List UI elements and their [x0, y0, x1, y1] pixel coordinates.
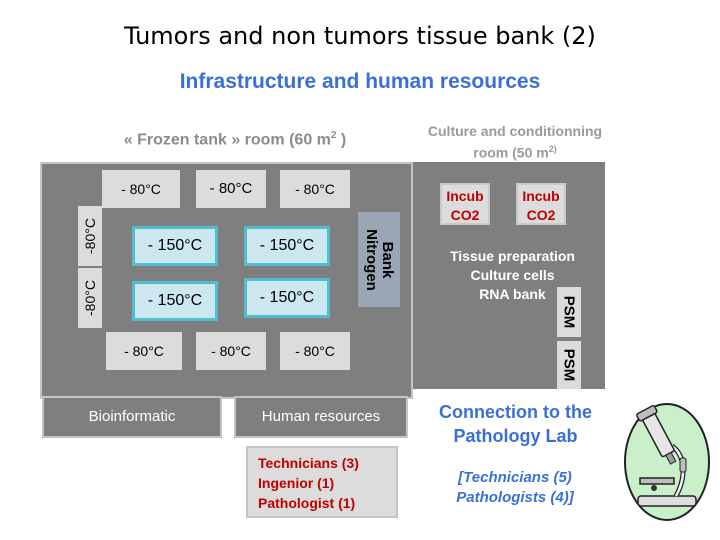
- culture-activities: Tissue preparation Culture cells RNA ban…: [449, 248, 575, 302]
- psm-hood-2: PSM: [557, 341, 581, 389]
- culture-room-title: Culture and conditionning room (50 m2): [427, 123, 603, 161]
- freezer-top-2: - 80°C: [196, 170, 266, 208]
- slide-title: Tumors and non tumors tissue bank (2): [124, 22, 596, 50]
- freezer-left-1: -80°C: [78, 206, 102, 266]
- slide-subtitle: Infrastructure and human resources: [179, 70, 541, 93]
- liquid-nitrogen-tank-1: - 150°C: [132, 226, 218, 266]
- pathology-lab-connection: Connection to the Pathology Lab: [439, 402, 592, 446]
- liquid-nitrogen-tank-2: - 150°C: [244, 226, 330, 266]
- co2-incubator-1: Incub CO2: [440, 183, 490, 225]
- bioinformatic-room: Bioinformatic: [42, 396, 222, 438]
- pathology-staff: [Technicians (5) Pathologists (4)]: [456, 469, 574, 506]
- freezer-bottom-3: - 80°C: [280, 332, 350, 370]
- co2-incubator-2: Incub CO2: [516, 183, 566, 225]
- freezer-left-2: -80°C: [78, 268, 102, 328]
- psm-hood-1: PSM: [557, 287, 581, 337]
- frozen-room-title: « Frozen tank » room (60 m2 ): [123, 130, 347, 149]
- freezer-top-3: - 80°C: [280, 170, 350, 208]
- freezer-top-1: - 80°C: [102, 170, 180, 208]
- liquid-nitrogen-tank-3: - 150°C: [132, 281, 218, 321]
- microscope-icon: [624, 403, 710, 521]
- freezer-bottom-2: - 80°C: [196, 332, 266, 370]
- human-resources-box: Human resources: [234, 396, 408, 438]
- liquid-nitrogen-tank-4: - 150°C: [244, 278, 330, 318]
- freezer-bottom-1: - 80°C: [106, 332, 182, 370]
- staff-list: Technicians (3) Ingenior (1) Pathologist…: [246, 446, 398, 518]
